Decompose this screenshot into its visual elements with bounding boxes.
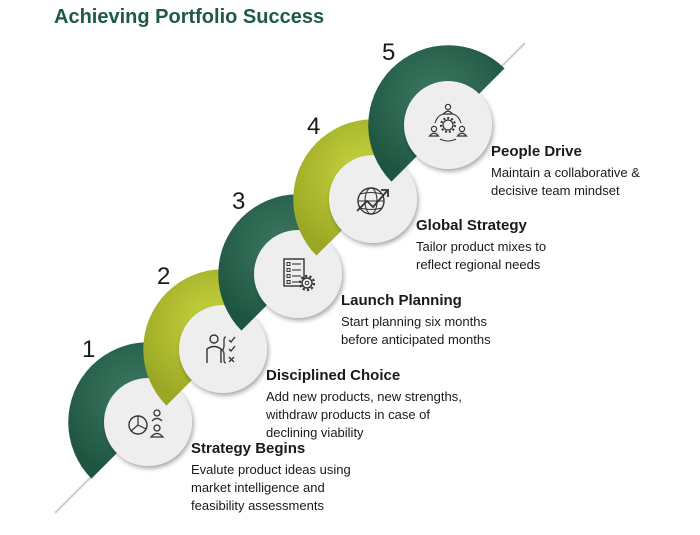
step-description-line: reflect regional needs xyxy=(416,257,541,272)
step-description: Tailor product mixes to reflect regional … xyxy=(416,238,546,274)
step-description-line: before anticipated months xyxy=(341,332,491,347)
step-description-line: market intelligence and xyxy=(191,480,325,495)
step-description-line: Start planning six months xyxy=(341,314,487,329)
step-number: 2 xyxy=(157,263,171,290)
step-title: Global Strategy xyxy=(416,217,527,234)
step-number: 1 xyxy=(82,336,96,363)
step-description-line: withdraw products in case of xyxy=(266,407,431,422)
globe-growth-icon xyxy=(356,187,389,215)
step-description-line: Add new products, new strengths, xyxy=(266,389,462,404)
step-number: 5 xyxy=(382,39,396,66)
step-description-line: Tailor product mixes to xyxy=(416,239,547,254)
step-description-line: decisive team mindset xyxy=(491,183,620,198)
checklist-gear-icon xyxy=(283,258,316,292)
step-description: Add new products, new strengths, withdraw… xyxy=(266,388,462,442)
step-description: Maintain a collaborative & decisive team … xyxy=(491,164,640,200)
step-title: Strategy Begins xyxy=(191,440,306,457)
step-description: Evalute product ideas using market intell… xyxy=(191,461,351,515)
step-description-line: Evalute product ideas using xyxy=(191,462,351,477)
step-description-line: feasibility assessments xyxy=(191,498,324,513)
step-icon-circle xyxy=(404,81,492,169)
step-5 xyxy=(368,45,505,182)
team-gear-icon xyxy=(428,103,468,142)
step-number: 4 xyxy=(307,113,321,140)
step-title: Disciplined Choice xyxy=(266,367,401,384)
step-description-line: Maintain a collaborative & xyxy=(491,165,640,180)
pie-chart-people-icon xyxy=(128,409,165,438)
page-title: Achieving Portfolio Success xyxy=(54,6,325,28)
step-title: Launch Planning xyxy=(341,292,462,309)
step-description: Start planning six months before anticipa… xyxy=(341,313,491,349)
step-description-line: declining viability xyxy=(266,425,364,440)
step-number: 3 xyxy=(232,188,246,215)
step-title: People Drive xyxy=(491,143,582,160)
person-checklist-icon xyxy=(206,334,236,364)
